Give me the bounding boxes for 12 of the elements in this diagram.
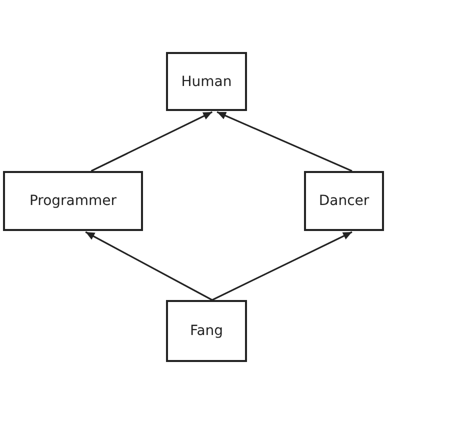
class-box [304, 171, 384, 231]
arrow [212, 231, 352, 301]
class-box [166, 300, 247, 362]
class-name: Dancer [318, 193, 370, 209]
class-name: Programmer [29, 193, 117, 209]
class-name: Fang [190, 323, 224, 339]
arrow [90, 111, 213, 172]
arrow [85, 231, 213, 301]
class-box [3, 171, 143, 231]
arrow [216, 111, 352, 172]
class-name: Human [181, 74, 232, 90]
class-box [166, 52, 247, 111]
